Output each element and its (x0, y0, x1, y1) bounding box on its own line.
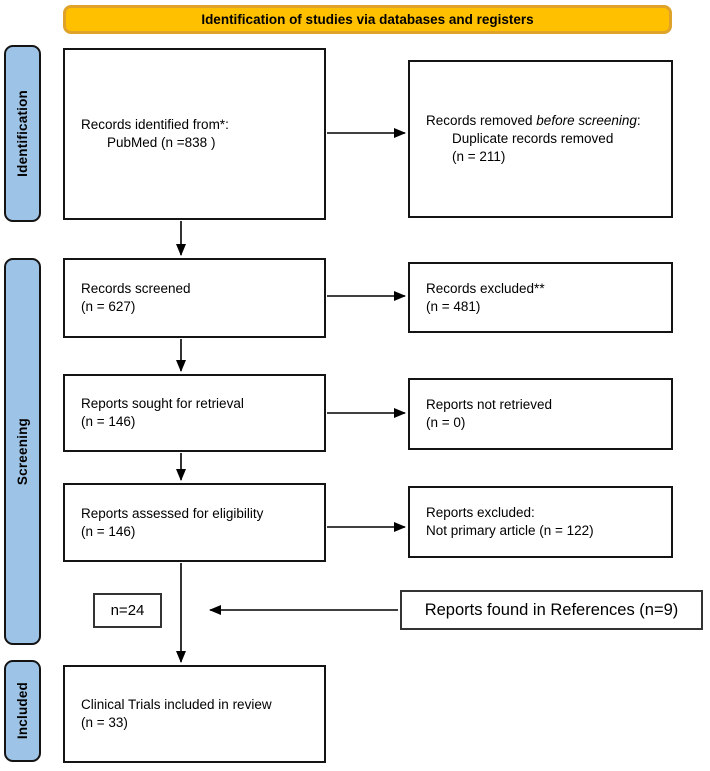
box-n24: n=24 (93, 593, 162, 628)
box-included-in-review: Clinical Trials included in review (n = … (63, 665, 326, 763)
records-removed-line3: (n = 211) (452, 148, 506, 164)
phase-label-included: Included (15, 682, 30, 740)
n24-label: n=24 (110, 602, 145, 619)
records-screened-line2: (n = 627) (81, 299, 136, 314)
phase-bar-identification: Identification (4, 45, 41, 222)
records-excluded-line2: (n = 481) (426, 298, 481, 314)
box-reports-assessed: Reports assessed for eligibility (n = 14… (63, 483, 326, 562)
box-reports-found-in-references: Reports found in References (n=9) (400, 590, 703, 630)
records-excluded-line1: Records excluded** (426, 280, 545, 296)
records-screened-line1: Records screened (81, 281, 191, 297)
box-records-excluded: Records excluded** (n = 481) (408, 262, 673, 333)
reports-excluded-line1: Reports excluded: (426, 505, 535, 521)
banner-identification-of-studies: Identification of studies via databases … (63, 5, 672, 34)
records-identified-line2: PubMed (n =838 ) (107, 135, 216, 150)
phase-bar-screening: Screening (4, 258, 41, 645)
box-reports-sought: Reports sought for retrieval (n = 146) (63, 374, 326, 452)
reports-excluded-line2: Not primary article (n = 122) (426, 523, 594, 538)
reports-assessed-line1: Reports assessed for eligibility (81, 505, 264, 521)
box-records-screened: Records screened (n = 627) (63, 258, 326, 338)
reports-not-retrieved-line1: Reports not retrieved (426, 397, 553, 413)
box-records-removed: Records removed before screening: Duplic… (408, 60, 673, 218)
reports-assessed-line2: (n = 146) (81, 523, 136, 539)
reports-sought-line1: Reports sought for retrieval (81, 396, 244, 412)
banner-label: Identification of studies via databases … (201, 12, 534, 27)
included-line2: (n = 33) (81, 715, 128, 730)
reports-not-retrieved-line2: (n = 0) (426, 415, 466, 430)
phase-label-identification: Identification (15, 90, 30, 177)
records-identified-line1: Records identified from*: (81, 117, 229, 133)
box-reports-not-retrieved: Reports not retrieved (n = 0) (408, 378, 673, 450)
included-line1: Clinical Trials included in review (81, 697, 272, 713)
box-records-identified: Records identified from*: PubMed (n =838… (63, 48, 326, 220)
phase-bar-included: Included (4, 660, 41, 762)
records-removed-intro: Records removed before screening: (426, 113, 641, 129)
records-removed-line2: Duplicate records removed (452, 131, 614, 147)
reports-sought-line2: (n = 146) (81, 414, 136, 429)
references-label: Reports found in References (n=9) (424, 600, 679, 619)
box-reports-excluded: Reports excluded: Not primary article (n… (408, 486, 673, 558)
phase-label-screening: Screening (15, 417, 30, 486)
